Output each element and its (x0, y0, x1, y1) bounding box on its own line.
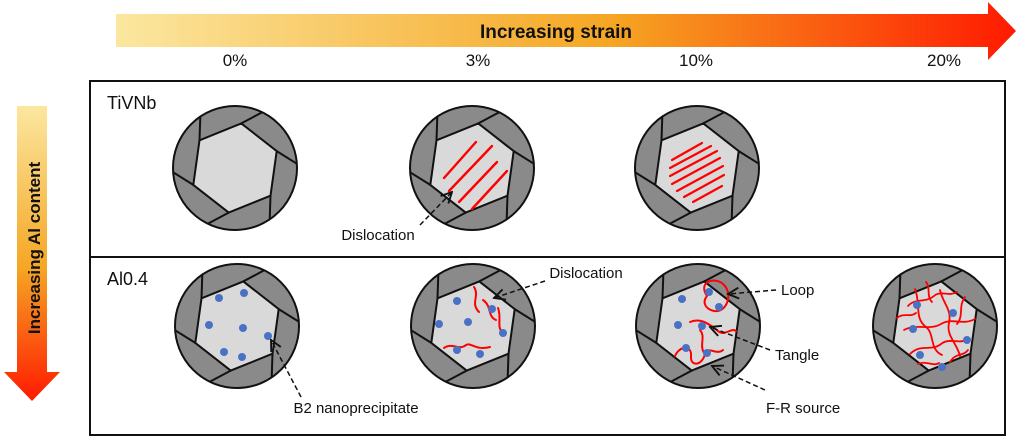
b2-precipitate-dot (215, 294, 223, 302)
label-fr-source: F-R source (766, 400, 840, 417)
b2-precipitate-dot (240, 289, 248, 297)
b2-precipitate-dot (464, 318, 472, 326)
label-b2-nanoprecipitate: B2 nanoprecipitate (293, 400, 418, 417)
strain-level-1: 3% (466, 51, 491, 70)
strain-level-3: 20% (927, 51, 961, 70)
b2-precipitate-dot (715, 303, 723, 311)
label-dislocation-row1: Dislocation (341, 227, 414, 244)
b2-precipitate-dot (678, 295, 686, 303)
row-label-al04: Al0.4 (107, 269, 148, 289)
strain-level-2: 10% (679, 51, 713, 70)
dislocations-tivnb-10pct (668, 141, 726, 204)
strain-arrow-label: Increasing strain (480, 22, 632, 43)
grain-al-3pct (410, 263, 536, 389)
b2-precipitate-dot (238, 353, 246, 361)
grain-tivnb-10pct (634, 105, 760, 231)
b2-precipitate-dot (698, 322, 706, 330)
b2-precipitate-dot (909, 325, 917, 333)
b2-precipitate-dot (453, 297, 461, 305)
b2-precipitate-dot (264, 332, 272, 340)
row-label-tivnb: TiVNb (107, 93, 156, 113)
grain-tivnb-0pct (172, 105, 298, 231)
grain-al-0pct (174, 263, 300, 389)
label-tangle: Tangle (775, 347, 819, 364)
b2-precipitate-dot (963, 336, 971, 344)
strain-arrow: Increasing strain (116, 2, 1016, 60)
dislocations-tivnb-3pct (442, 140, 509, 211)
b2-precipitate-dot (949, 309, 957, 317)
b2-precipitate-dot (682, 344, 690, 352)
b2-precipitate-dot (220, 348, 228, 356)
annotation-arrows (271, 192, 777, 398)
b2-precipitate-dot (938, 363, 946, 371)
al-arrow-label: Increasing Al content (25, 162, 44, 335)
label-dislocation-row2: Dislocation (549, 265, 622, 282)
b2-precipitate-dot (674, 321, 682, 329)
b2-precipitate-dot (239, 324, 247, 332)
b2-precipitate-dot (488, 305, 496, 313)
b2-precipitate-dot (499, 329, 507, 337)
b2-precipitate-dot (435, 320, 443, 328)
b2-precipitate-dot (476, 350, 484, 358)
b2-precipitate-dot (453, 346, 461, 354)
b2-precipitate-dot (205, 321, 213, 329)
b2-precipitate-dot (705, 288, 713, 296)
al-content-arrow: Increasing Al content (4, 106, 60, 401)
b2-precipitate-dot (703, 349, 711, 357)
b2-precipitate-dot (913, 301, 921, 309)
strain-level-0: 0% (223, 51, 248, 70)
b2-precipitate-dot (916, 351, 924, 359)
label-loop: Loop (781, 282, 814, 299)
